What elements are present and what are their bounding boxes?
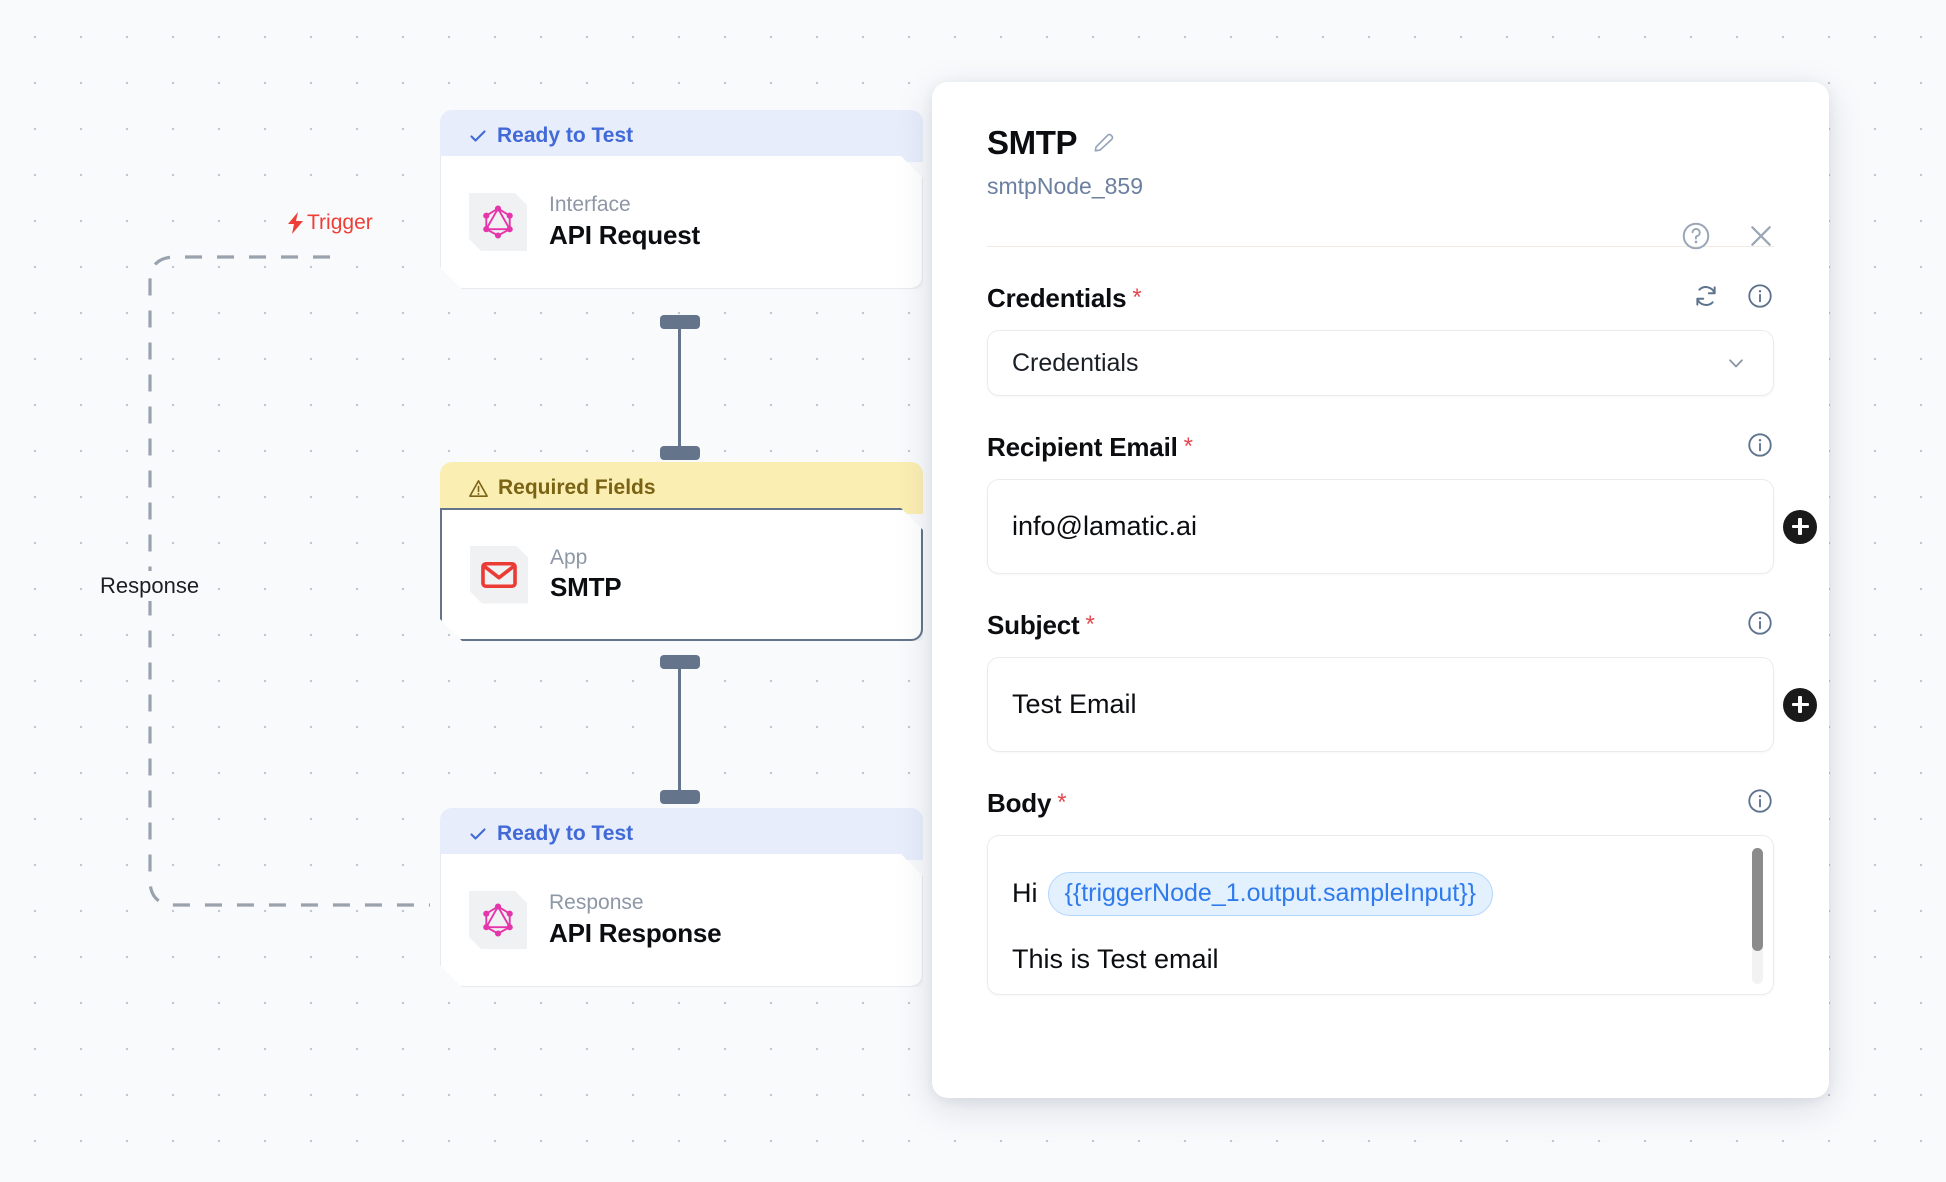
edge-line-2 (678, 662, 681, 796)
node-smtp[interactable]: Required Fields App SMTP (440, 462, 923, 641)
node-title-label: API Request (549, 219, 700, 250)
refresh-icon[interactable] (1692, 282, 1720, 315)
field-credentials: Credentials * (987, 281, 1774, 396)
info-icon[interactable] (1746, 609, 1774, 642)
warning-triangle-icon (469, 479, 488, 497)
node-title-label: API Response (549, 917, 722, 948)
node-kind-label: App (550, 545, 588, 569)
required-asterisk: * (1085, 611, 1095, 638)
credentials-select[interactable]: Credentials (987, 330, 1774, 396)
body-line-two: This is Test email (1012, 943, 1219, 974)
chevron-down-icon (1729, 359, 1743, 368)
info-icon[interactable] (1746, 787, 1774, 820)
credentials-select-value: Credentials (1012, 348, 1139, 377)
help-circle-icon[interactable] (1680, 220, 1712, 252)
field-label-subject: Subject (987, 609, 1080, 640)
recipient-email-value: info@lamatic.ai (1012, 511, 1197, 541)
node-handle-target-2[interactable] (660, 446, 700, 460)
pencil-icon[interactable] (1091, 130, 1117, 156)
body-textarea[interactable]: Hi {{triggerNode_1.output.sampleInput}} … (987, 835, 1774, 995)
add-subject-button[interactable] (1783, 687, 1817, 722)
panel-title: SMTP (987, 124, 1078, 161)
node-card-smtp[interactable]: App SMTP (440, 508, 923, 641)
info-icon[interactable] (1746, 282, 1774, 315)
field-recipient-email: Recipient Email * info@lamatic.ai (987, 430, 1817, 574)
panel-fields: Credentials * (932, 281, 1829, 995)
required-asterisk: * (1057, 789, 1067, 816)
body-variable-chip[interactable]: {{triggerNode_1.output.sampleInput}} (1047, 872, 1493, 916)
field-body: Body * Hi {{triggerNode_1.output.sampl (987, 786, 1774, 995)
lightning-bolt-icon (288, 212, 303, 234)
node-status-text: Ready to Test (497, 124, 634, 147)
node-api-request[interactable]: Ready to Test (440, 110, 923, 289)
required-asterisk: * (1183, 433, 1193, 460)
node-kind-label: Interface (549, 193, 631, 217)
node-card-api-request[interactable]: Interface API Request (440, 156, 923, 289)
field-subject: Subject * Test Email (987, 608, 1817, 752)
edge-line-1 (678, 322, 681, 452)
panel-node-id: smtpNode_859 (987, 173, 1143, 199)
node-properties-panel[interactable]: SMTP smtpNode_859 (932, 82, 1829, 1098)
check-icon (470, 130, 486, 142)
field-label-body: Body (987, 787, 1052, 818)
trigger-label: Trigger (282, 211, 377, 235)
graphql-icon (469, 193, 527, 251)
field-label-recipient-email: Recipient Email (987, 431, 1178, 462)
node-kind-label: Response (549, 891, 644, 915)
node-handle-target-3[interactable] (660, 790, 700, 804)
node-card-api-response[interactable]: Response API Response (440, 854, 923, 987)
body-scrollbar[interactable] (1752, 848, 1763, 984)
check-icon (470, 828, 486, 840)
recipient-email-input[interactable]: info@lamatic.ai (987, 479, 1817, 574)
node-status-text: Ready to Test (497, 822, 634, 845)
info-icon[interactable] (1746, 431, 1774, 464)
body-scrollbar-thumb[interactable] (1752, 848, 1763, 951)
field-label-credentials: Credentials (987, 282, 1127, 313)
subject-value: Test Email (1012, 689, 1137, 719)
node-title-label: SMTP (550, 572, 622, 603)
node-api-response[interactable]: Ready to Test (440, 808, 923, 987)
graphql-icon (469, 891, 527, 949)
node-status-badge-required: Required Fields (440, 462, 923, 514)
body-text-prefix: Hi (1012, 878, 1038, 909)
subject-input[interactable]: Test Email (987, 657, 1817, 752)
node-status-badge-ready: Ready to Test (440, 808, 923, 860)
panel-header: SMTP smtpNode_859 (932, 82, 1829, 250)
required-asterisk: * (1132, 284, 1142, 311)
panel-divider (987, 246, 1774, 247)
response-route-label: Response (92, 571, 208, 601)
close-icon[interactable] (1745, 220, 1777, 252)
node-status-badge-ready: Ready to Test (440, 110, 923, 162)
node-status-text: Required Fields (498, 476, 656, 499)
trigger-label-text: Trigger (307, 211, 373, 234)
envelope-icon (470, 546, 528, 604)
add-recipient-email-button[interactable] (1783, 509, 1817, 544)
